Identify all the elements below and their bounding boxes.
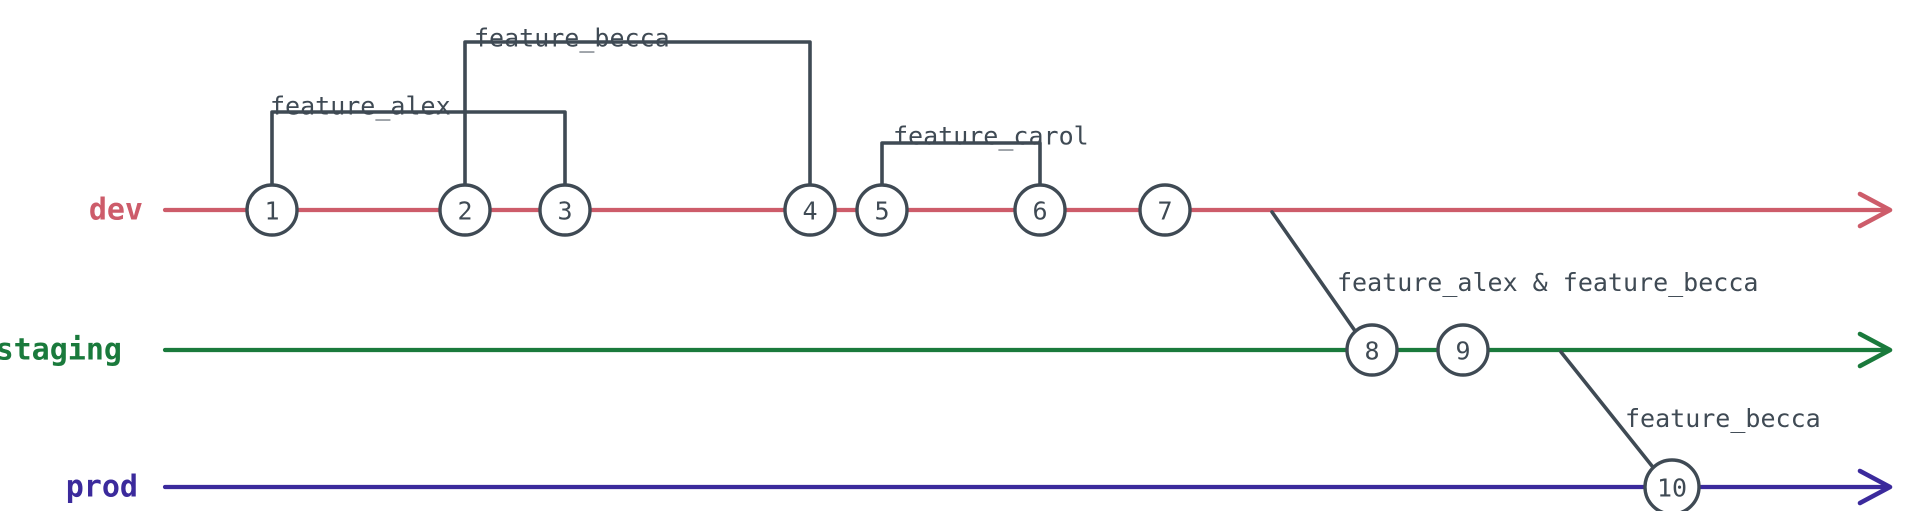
branch-label-dev: dev xyxy=(89,193,143,228)
commit-node[interactable]: 7 xyxy=(1138,183,1192,237)
branch-arrow-staging xyxy=(1857,331,1893,369)
commit-label-c5: 5 xyxy=(874,197,889,226)
commit-label-c8: 8 xyxy=(1364,337,1379,366)
label-merge-to-prod: feature_becca xyxy=(1625,404,1821,433)
commit-label-c2: 2 xyxy=(457,197,472,226)
commit-label-c1: 1 xyxy=(264,197,279,226)
commit-circle-c10[interactable] xyxy=(1643,458,1701,511)
branch-lines-group xyxy=(162,191,1893,506)
commit-node[interactable]: 6 xyxy=(1013,183,1067,237)
commit-node[interactable]: 8 xyxy=(1345,323,1399,377)
label-feature-becca: feature_becca xyxy=(474,23,670,52)
commit-circle-c5[interactable] xyxy=(855,183,909,237)
commit-label-c6: 6 xyxy=(1032,197,1047,226)
commit-circle-c8[interactable] xyxy=(1345,323,1399,377)
commit-label-c7: 7 xyxy=(1157,197,1172,226)
commit-circle-c2[interactable] xyxy=(438,183,492,237)
commit-circle-c6[interactable] xyxy=(1013,183,1067,237)
merge-line-merge-to-staging xyxy=(1270,210,1362,340)
commit-node[interactable]: 4 xyxy=(783,183,837,237)
label-merge-to-staging: feature_alex & feature_becca xyxy=(1337,268,1758,297)
commit-circle-c4[interactable] xyxy=(783,183,837,237)
commit-nodes-group: 1 2 3 4 5 6 7 8 9 10 xyxy=(245,183,1701,511)
merge-lines-group xyxy=(1270,210,1662,478)
commit-node[interactable]: 1 xyxy=(245,183,299,237)
commit-label-c9: 9 xyxy=(1455,337,1470,366)
commit-circle-c3[interactable] xyxy=(538,183,592,237)
commit-circle-c9[interactable] xyxy=(1436,323,1490,377)
commit-label-c10: 10 xyxy=(1657,474,1687,503)
branch-arrow-prod xyxy=(1857,468,1893,506)
commit-circle-c7[interactable] xyxy=(1138,183,1192,237)
commit-node[interactable]: 9 xyxy=(1436,323,1490,377)
commit-node[interactable]: 2 xyxy=(438,183,492,237)
commit-label-c3: 3 xyxy=(557,197,572,226)
commit-node[interactable]: 10 xyxy=(1643,458,1701,511)
feature-brackets-group xyxy=(270,40,1042,198)
commit-label-c4: 4 xyxy=(802,197,817,226)
branch-label-staging: staging xyxy=(0,333,122,368)
label-feature-carol: feature_carol xyxy=(893,121,1089,150)
text-layer-group: devstagingprodfeature_alexfeature_beccaf… xyxy=(0,23,1821,504)
merge-line-merge-to-prod xyxy=(1559,350,1662,478)
bracket-feature-alex xyxy=(270,110,567,198)
branch-arrow-dev xyxy=(1857,191,1893,229)
commit-node[interactable]: 3 xyxy=(538,183,592,237)
bracket-feature-carol xyxy=(880,141,1042,198)
branch-label-prod: prod xyxy=(66,470,138,505)
bracket-feature-becca xyxy=(463,40,812,198)
commit-circle-c1[interactable] xyxy=(245,183,299,237)
commit-node[interactable]: 5 xyxy=(855,183,909,237)
label-feature-alex: feature_alex xyxy=(270,91,451,120)
